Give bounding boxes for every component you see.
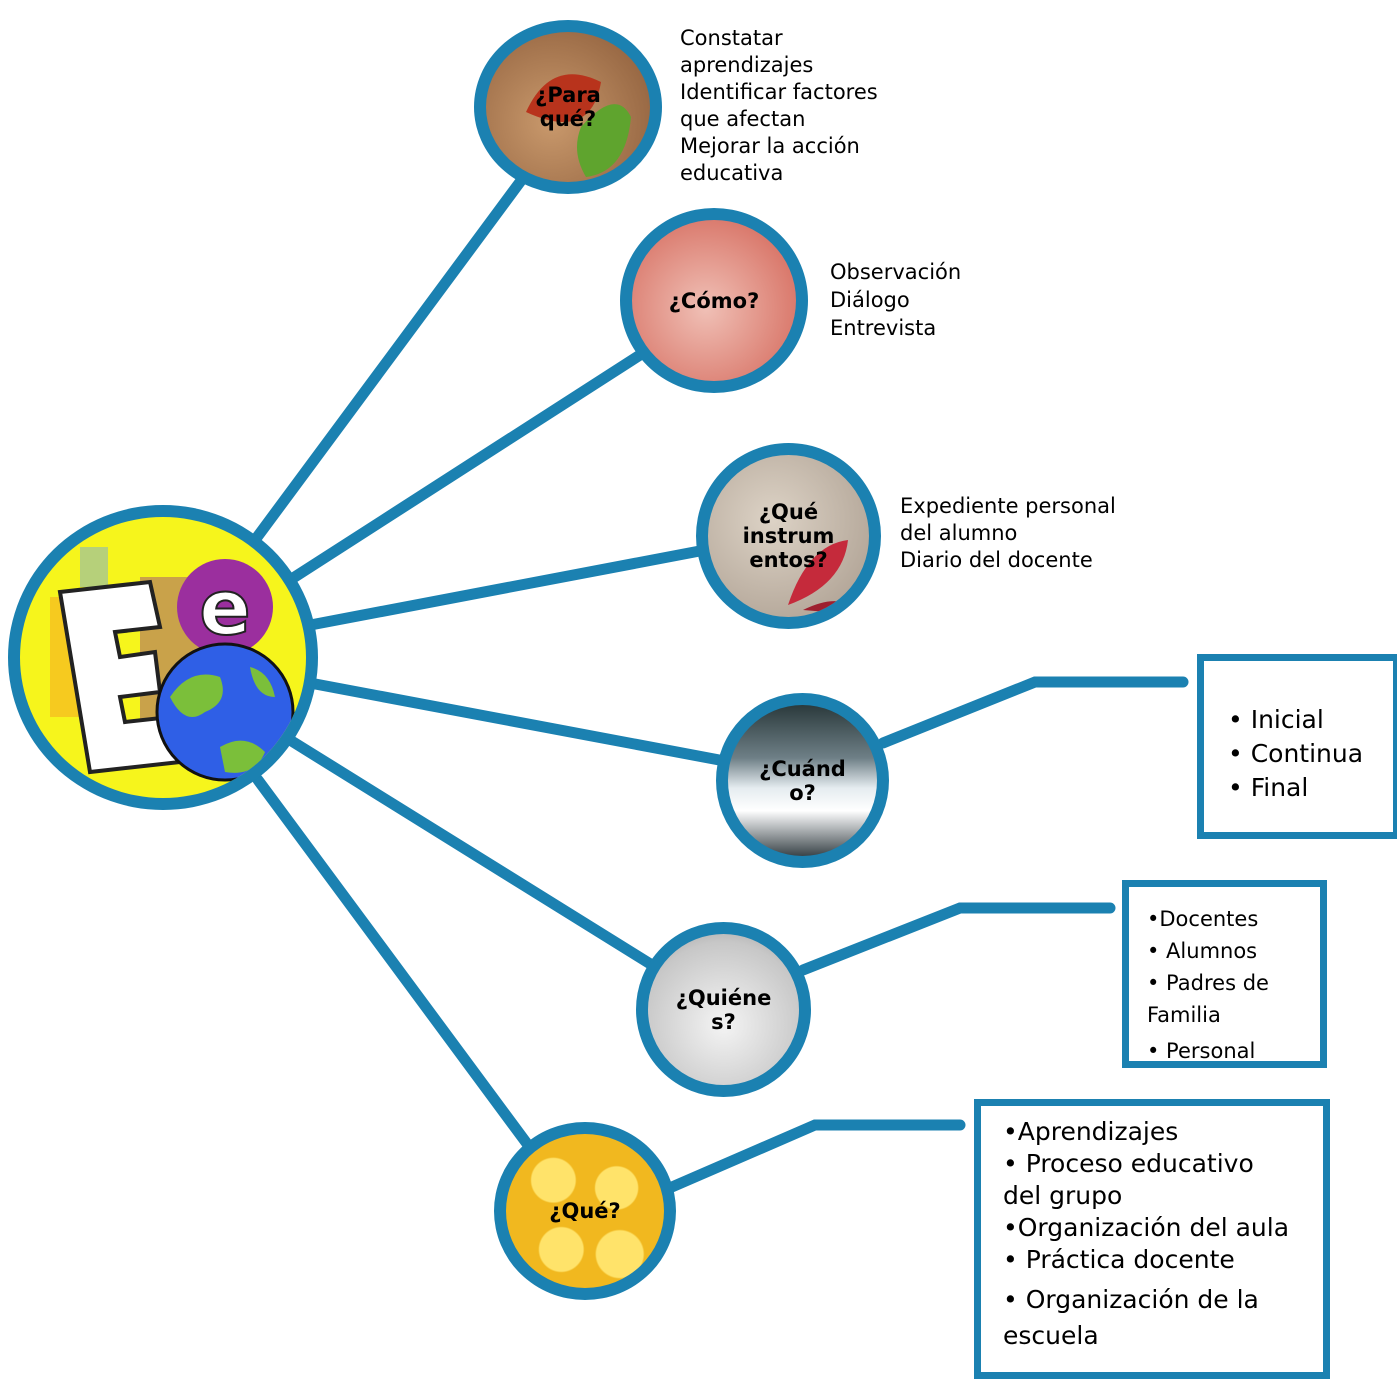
lily-image: [788, 540, 863, 615]
list-item: • Alumnos: [1147, 939, 1258, 963]
hub-node: e: [8, 505, 318, 810]
link-que: [252, 774, 534, 1151]
instrumentos-list: Expediente personal del alumno Diario de…: [900, 494, 1116, 572]
list-item: • Organización de la escuela: [1003, 1285, 1259, 1350]
cuando-box: • Inicial • Continua • Final: [1197, 654, 1397, 839]
node-para-que: ¿Para qué?: [474, 20, 662, 194]
link-quienes-box: [797, 902, 1116, 976]
list-item: • Continua: [1228, 739, 1364, 768]
node-label: ¿Cuánd o?: [759, 756, 846, 805]
link-para-que: [249, 172, 529, 546]
node-cuando: ¿Cuánd o?: [716, 693, 889, 868]
node-que: ¿Qué?: [494, 1122, 676, 1300]
node-label: ¿Qué?: [549, 1199, 621, 1223]
node-que-instrumentos: ¿Qué instrum entos?: [696, 443, 881, 629]
node-quienes: ¿Quiéne s?: [636, 922, 811, 1097]
leaf-image: [526, 74, 631, 177]
list-item: • Inicial: [1228, 705, 1324, 734]
node-label: ¿Cómo?: [668, 288, 760, 313]
node-label: ¿Quiéne s?: [675, 985, 772, 1034]
list-item: • Proceso educativo del grupo: [1003, 1149, 1254, 1210]
link-que-box: [659, 1119, 966, 1196]
list-item: • Final: [1228, 773, 1309, 802]
node-label: ¿Para qué?: [535, 83, 601, 131]
link-cuando: [304, 677, 736, 768]
educacion-logo: e: [50, 547, 295, 782]
que-box: •Aprendizajes • Proceso educativo del gr…: [974, 1099, 1330, 1379]
link-quienes: [284, 734, 658, 971]
link-como: [284, 349, 646, 586]
list-item: •Aprendizajes: [1003, 1117, 1179, 1146]
cuando-list: • Inicial • Continua • Final: [1228, 703, 1393, 805]
list-item: •Organización del aula: [1003, 1213, 1290, 1242]
list-item: • Práctica docente: [1003, 1245, 1235, 1274]
svg-text:e: e: [199, 563, 251, 652]
para-que-description: Constatar aprendizajes Identificar facto…: [680, 26, 878, 185]
list-item: • Padres de Familia: [1147, 971, 1269, 1027]
quienes-box: •Docentes • Alumnos • Padres de Familia …: [1122, 880, 1327, 1068]
list-item: • Personal: [1147, 1039, 1256, 1063]
node-como: ¿Cómo?: [620, 208, 808, 393]
node-label: ¿Qué instrum entos?: [742, 500, 835, 572]
link-instrumentos: [294, 544, 711, 633]
quienes-list: •Docentes • Alumnos • Padres de Familia …: [1147, 903, 1320, 1067]
como-methods: Observación Diálogo Entrevista: [830, 260, 962, 340]
link-cuando-box: [877, 676, 1189, 749]
que-list: •Aprendizajes • Proceso educativo del gr…: [1003, 1116, 1323, 1354]
list-item: •Docentes: [1147, 907, 1259, 931]
